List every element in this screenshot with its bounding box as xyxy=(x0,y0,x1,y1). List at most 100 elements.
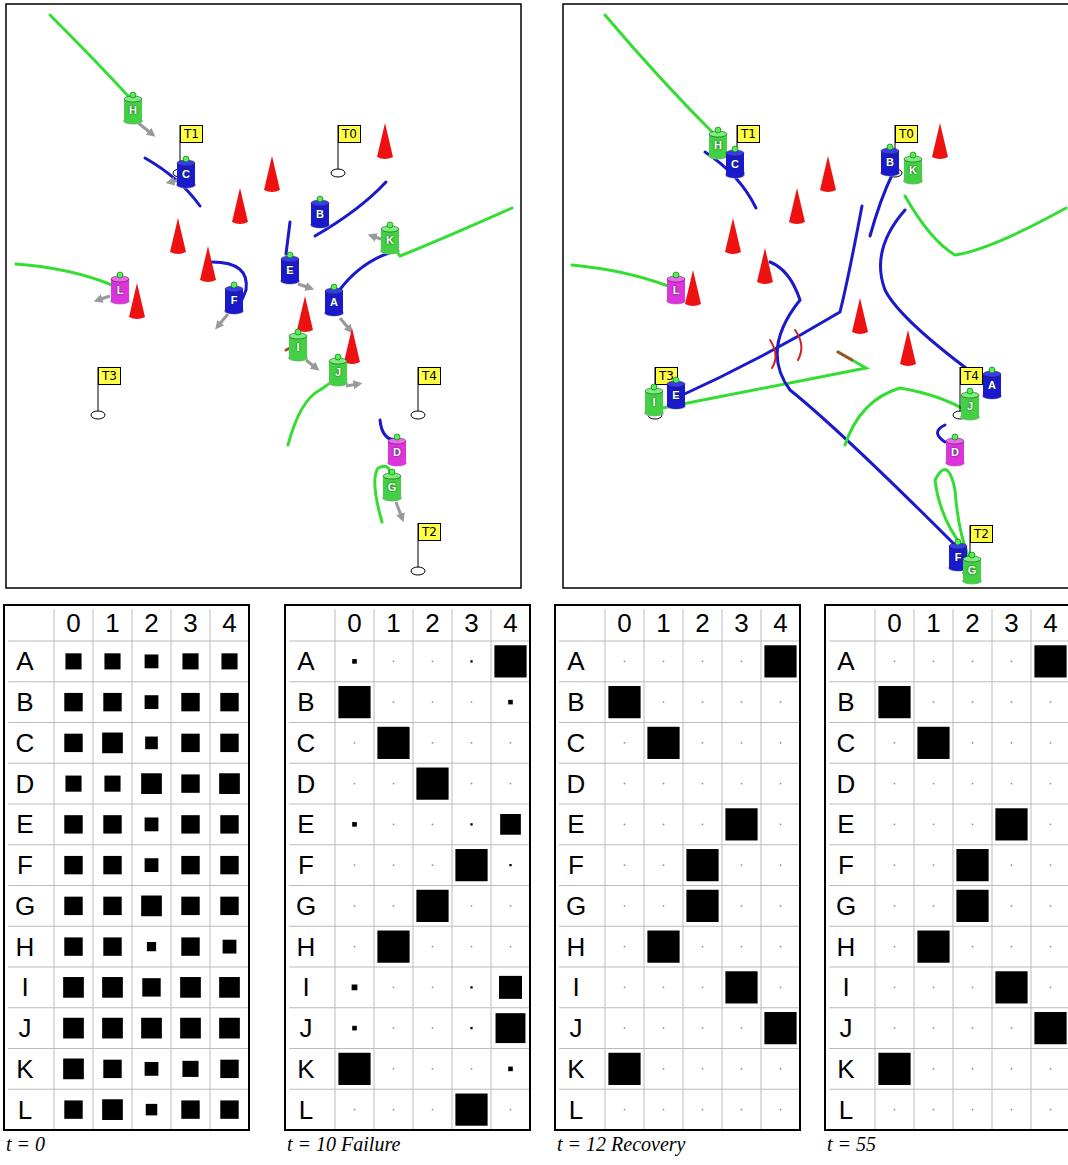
assignment-square xyxy=(1050,824,1052,826)
robot-shape xyxy=(651,384,657,390)
assignment-square xyxy=(181,897,199,915)
grid-line xyxy=(559,804,800,805)
grid-line xyxy=(829,722,1068,723)
robot-letter: I xyxy=(287,328,309,353)
assignment-square xyxy=(416,890,448,922)
assignment-square xyxy=(1011,1109,1013,1111)
task-flag: T0 xyxy=(338,125,361,143)
robot-shape xyxy=(983,393,1001,399)
illustration-part xyxy=(340,318,350,330)
grid-line xyxy=(992,609,993,1130)
assignment-square xyxy=(432,661,434,663)
assignment-square xyxy=(608,1053,640,1085)
task-flag: T4 xyxy=(418,367,441,385)
assignment-square xyxy=(894,783,896,785)
assignment-square xyxy=(780,1068,782,1070)
assignment-square xyxy=(471,701,473,703)
assignment-square xyxy=(145,695,159,709)
assignment-square xyxy=(432,742,434,744)
column-header: 0 xyxy=(335,608,374,638)
assignment-matrix xyxy=(285,605,530,1130)
grid-line xyxy=(289,763,530,764)
grid-line xyxy=(289,804,530,805)
row-header: D xyxy=(831,769,861,799)
grid-line xyxy=(914,609,915,1130)
grid-line xyxy=(8,804,249,805)
row-header: L xyxy=(10,1095,40,1125)
robot: B xyxy=(309,195,331,229)
assignment-square xyxy=(432,864,434,866)
assignment-square xyxy=(432,1109,434,1111)
assignment-square xyxy=(64,693,82,711)
assignment-square xyxy=(1011,864,1013,866)
illustration-part xyxy=(16,15,1066,555)
row-header: F xyxy=(831,850,861,880)
assignment-square xyxy=(147,942,156,951)
robot: L xyxy=(665,271,687,305)
illustration-part xyxy=(770,262,958,548)
assignment-square xyxy=(894,946,896,948)
assignment-square xyxy=(663,987,665,989)
assignment-square xyxy=(894,905,896,907)
grid-line xyxy=(761,609,762,1130)
assignment-square xyxy=(933,824,935,826)
task-flag: T1 xyxy=(180,125,203,143)
assignment-square xyxy=(663,1068,665,1070)
column-header: 4 xyxy=(1031,608,1068,638)
assignment-square xyxy=(393,783,395,785)
assignment-square xyxy=(64,734,82,752)
assignment-square xyxy=(220,734,238,752)
assignment-square xyxy=(145,654,159,668)
robot-letter: H xyxy=(122,91,144,116)
robot-letter: H xyxy=(707,126,729,151)
robot: H xyxy=(122,91,144,125)
robot-shape xyxy=(295,329,301,335)
assignment-square xyxy=(663,824,665,826)
illustration-part xyxy=(288,378,336,445)
grid-line xyxy=(644,609,645,1130)
assignment-square xyxy=(393,987,395,989)
assignment-square xyxy=(432,824,434,826)
row-header: F xyxy=(561,850,591,880)
assignment-square xyxy=(354,783,356,785)
robot-shape xyxy=(946,460,964,466)
column-header: 4 xyxy=(491,608,530,638)
task-label: T0 xyxy=(899,127,914,141)
row-header: B xyxy=(10,687,40,717)
task-label: T3 xyxy=(659,369,674,383)
assignment-square xyxy=(1050,742,1052,744)
robot-shape xyxy=(967,388,973,394)
robot: L xyxy=(109,271,131,305)
grid-line xyxy=(559,1007,800,1008)
robot: K xyxy=(902,151,924,185)
row-header: C xyxy=(10,728,40,758)
robot-letter: B xyxy=(309,195,331,220)
grid-line xyxy=(829,1007,1068,1008)
assignment-square xyxy=(393,1068,395,1070)
robot-letter: E xyxy=(279,251,301,276)
grid-line xyxy=(132,609,133,1130)
column-header: 0 xyxy=(54,608,93,638)
assignment-square xyxy=(933,783,935,785)
assignment-square xyxy=(416,768,448,800)
obstacle-cone xyxy=(232,188,248,224)
assignment-square xyxy=(471,783,473,785)
assignment-square xyxy=(103,937,121,955)
assignment-square xyxy=(624,864,626,866)
grid-line xyxy=(8,722,249,723)
assignment-square xyxy=(103,856,121,874)
assignment-square xyxy=(1011,1068,1013,1070)
assignment-square xyxy=(624,824,626,826)
row-header: A xyxy=(10,646,40,676)
assignment-square xyxy=(1050,864,1052,866)
grid-line xyxy=(8,926,249,927)
column-header: 2 xyxy=(683,608,722,638)
robot-letter: A xyxy=(323,283,345,308)
row-header: A xyxy=(561,646,591,676)
assignment-square xyxy=(702,1109,704,1111)
assignment-square xyxy=(455,849,487,881)
grid-line xyxy=(491,609,492,1130)
assignment-square xyxy=(702,701,704,703)
task-label: T4 xyxy=(964,369,979,383)
assignment-square xyxy=(956,890,988,922)
